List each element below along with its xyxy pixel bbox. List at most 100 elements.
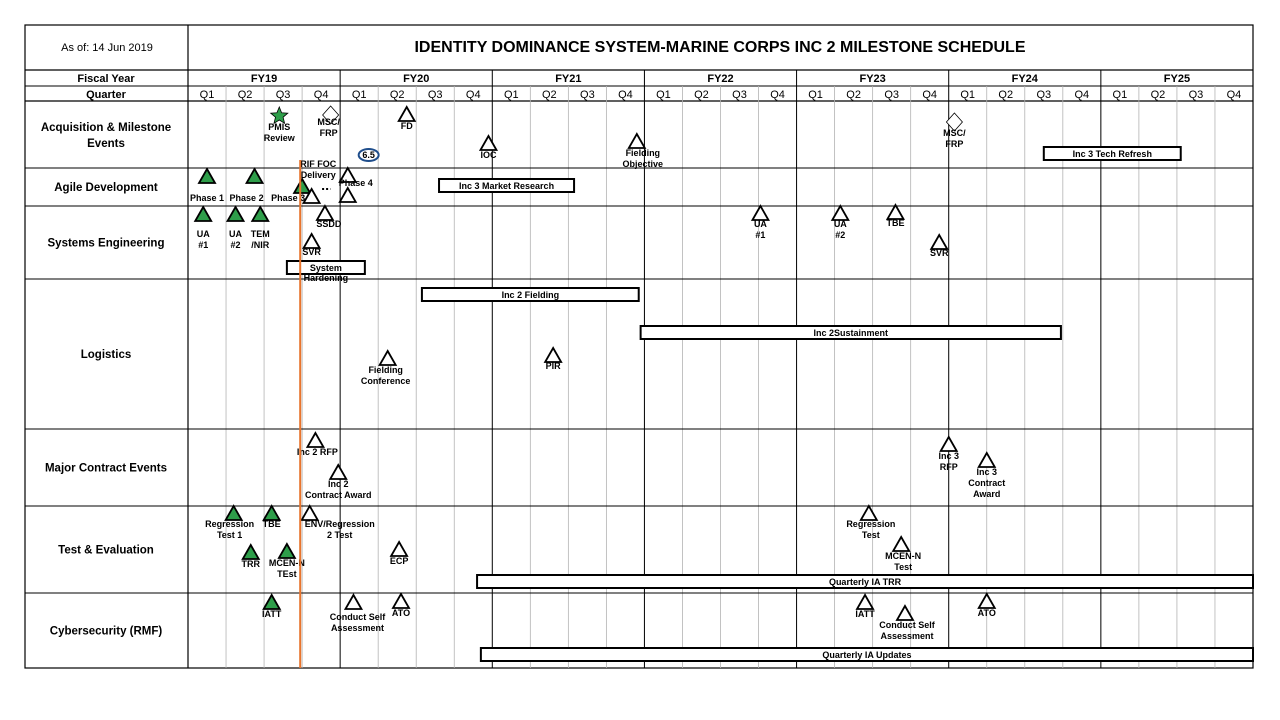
quarter-label: Q4 <box>618 89 633 101</box>
quarter-label: Q3 <box>1036 89 1051 101</box>
quarter-label: Q3 <box>276 89 291 101</box>
milestone-decision-diamond <box>322 105 340 125</box>
activity-bar <box>285 260 366 275</box>
quarter-label: Q3 <box>428 89 443 101</box>
milestone-triangle <box>478 134 499 151</box>
milestone-label: Review <box>264 133 296 143</box>
quarter-label: Q3 <box>1189 89 1204 101</box>
milestone-label: Phase 4 <box>339 178 373 188</box>
milestone-triangle <box>830 204 850 221</box>
milestone-label: FRP <box>320 128 338 138</box>
milestone-label: Conduct Self <box>330 612 387 622</box>
milestone-decision-diamond <box>945 112 963 132</box>
quarter-label: Q2 <box>846 89 861 101</box>
milestone-triangle <box>225 205 246 222</box>
milestone-label: Regression <box>205 519 254 529</box>
milestone-label: Inc 3 <box>938 451 959 461</box>
milestone-label: Inc 2 <box>328 479 349 489</box>
quarter-label: Q4 <box>466 89 481 101</box>
milestone-triangle <box>397 105 417 122</box>
milestone-label: TEst <box>277 569 297 579</box>
milestone-label: 2 Test <box>327 530 352 540</box>
milestone-triangle <box>338 166 358 183</box>
milestone-label: Regression <box>846 519 895 529</box>
milestone-label: Phase 2 <box>230 193 264 203</box>
activity-bar-label: Quarterly IA Updates <box>822 650 911 660</box>
milestone-label: SVR <box>302 247 321 257</box>
activity-bar <box>476 574 1255 589</box>
milestone-label: Objective <box>623 159 664 169</box>
activity-bar-label: Inc 3 Tech Refresh <box>1073 149 1152 159</box>
milestone-triangle <box>378 349 398 366</box>
swimlane-label: Test & Evaluation <box>58 545 154 557</box>
quarter-label: Q1 <box>352 89 367 101</box>
milestone-triangle <box>315 204 335 221</box>
fiscal-year-header: Fiscal Year <box>77 73 135 85</box>
milestone-label: #1 <box>198 240 208 250</box>
milestone-triangle <box>891 535 911 552</box>
swimlane-label: Major Contract Events <box>45 463 167 475</box>
milestone-triangle <box>885 203 906 220</box>
milestone-triangle <box>277 542 297 559</box>
activity-bar <box>438 178 576 193</box>
quarter-label: Q1 <box>656 89 671 101</box>
milestone-label: UA <box>754 219 767 229</box>
milestone-label: Test 1 <box>217 530 242 540</box>
milestone-triangle <box>343 593 364 610</box>
activity-bar-label: Inc 2 Fielding <box>502 290 560 300</box>
activity-bar <box>479 647 1254 662</box>
swimlane-label: Acquisition & Milestone <box>41 122 171 134</box>
milestone-label: MCEN-N <box>269 558 305 568</box>
quarter-label: Q2 <box>238 89 253 101</box>
activity-bar-label: Quarterly IA TRR <box>829 577 902 587</box>
milestone-label: FRP <box>945 139 963 149</box>
quarter-label: Q3 <box>884 89 899 101</box>
milestone-triangle <box>627 132 647 149</box>
milestone-triangle <box>305 431 325 448</box>
milestone-label: Conduct Self <box>879 620 936 630</box>
milestone-triangle <box>250 205 270 222</box>
milestone-label: #2 <box>835 230 845 240</box>
milestone-triangle <box>939 435 959 452</box>
quarter-label: Q2 <box>694 89 709 101</box>
milestone-label: #1 <box>755 230 765 240</box>
milestone-triangle <box>262 504 282 521</box>
chart-title: IDENTITY DOMINANCE SYSTEM-MARINE CORPS I… <box>414 39 1025 56</box>
fiscal-year-label: FY21 <box>555 73 581 85</box>
milestone-label: IOC <box>480 150 497 160</box>
milestone-triangle <box>300 504 320 521</box>
milestone-label: PMIS <box>268 122 290 132</box>
fiscal-year-label: FY23 <box>859 73 885 85</box>
quarter-label: Q2 <box>1151 89 1166 101</box>
quarter-label: Q1 <box>504 89 519 101</box>
oval-label: 6.5 <box>362 150 375 160</box>
milestone-label: Phase 3 <box>271 193 305 203</box>
milestone-label: Contract <box>968 478 1005 488</box>
quarter-label: Q1 <box>200 89 215 101</box>
milestone-label: SSDD <box>316 219 342 229</box>
quarter-label: Q4 <box>922 89 937 101</box>
milestone-label: ATO <box>978 608 996 618</box>
milestone-triangle <box>328 463 348 480</box>
milestone-label: RFP <box>940 462 958 472</box>
milestone-triangle <box>292 177 312 194</box>
milestone-triangle <box>389 540 409 557</box>
milestone-triangle <box>855 593 875 610</box>
milestone-triangle <box>224 504 244 521</box>
milestone-label: Award <box>973 489 1000 499</box>
quarter-label: Q1 <box>960 89 975 101</box>
milestone-label: ECP <box>390 556 409 566</box>
milestone-triangle <box>977 592 997 609</box>
milestone-triangle <box>245 167 265 184</box>
quarter-label: Q4 <box>314 89 329 101</box>
activity-bar <box>420 287 640 302</box>
fiscal-year-label: FY24 <box>1012 73 1039 85</box>
quarter-label: Q1 <box>808 89 823 101</box>
milestone-label: Inc 3 <box>976 467 997 477</box>
outer-frame <box>24 24 1254 669</box>
rif-foc-label: RIF FOC <box>300 159 336 169</box>
